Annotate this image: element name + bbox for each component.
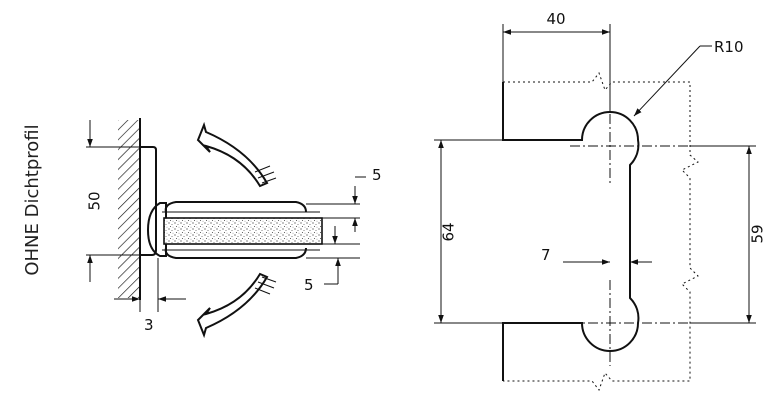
rotation-arrow-top: [196, 121, 277, 188]
cutout-profile: [502, 82, 640, 381]
dim-gap-top-label: 5: [372, 166, 382, 184]
hinge-knuckle: [146, 202, 167, 257]
clamp-bottom: [164, 247, 307, 259]
right-view: 40 R10 64 59 7: [434, 10, 767, 392]
glass-panel: [163, 217, 323, 245]
clamp-top: [164, 201, 307, 213]
dim-offset-label: 3: [144, 316, 154, 334]
glass-outline-dashed: [503, 71, 699, 392]
dim-width-label: 40: [546, 10, 565, 28]
wall-hatching: [118, 120, 140, 298]
hinge-plate: [140, 146, 157, 256]
side-title: OHNE Dichtprofil: [22, 124, 43, 275]
dim-radius-leader: [633, 45, 701, 117]
left-view: 5 5 50 3: [86, 118, 382, 339]
dim-gap-bottom-label: 5: [304, 276, 314, 294]
dim-height-outer-label: 64: [440, 222, 458, 241]
dim-radius-label: R10: [714, 38, 744, 56]
rotation-arrow-bottom: [196, 272, 277, 339]
dim-cutout-label: 7: [541, 246, 551, 264]
dim-height-inner-label: 59: [749, 224, 767, 243]
dim-height-label: 50: [86, 191, 104, 210]
